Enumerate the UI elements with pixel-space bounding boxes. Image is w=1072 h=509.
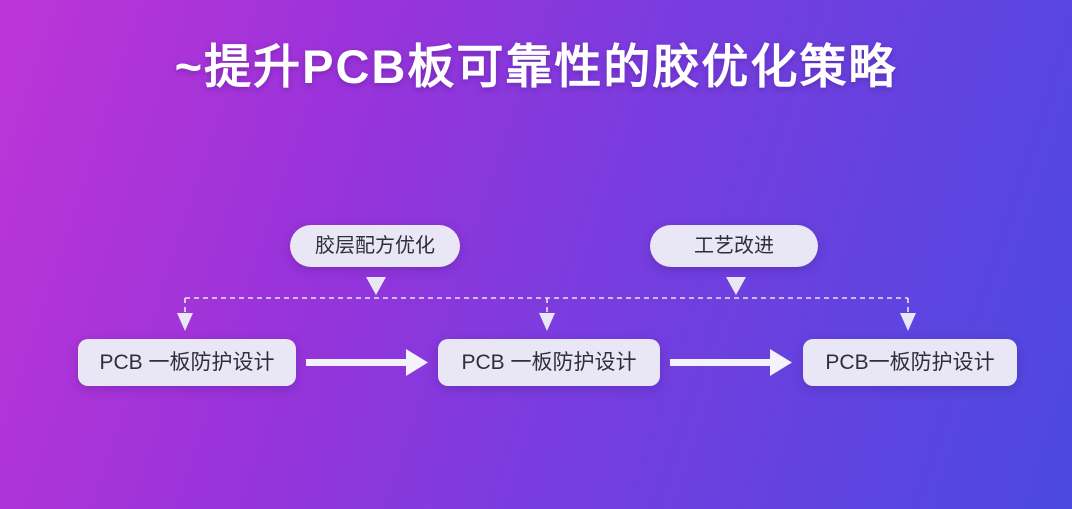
bottom-node-pcb-protection-2: PCB 一板防护设计 <box>438 339 660 386</box>
bottom-node-pcb-protection-3: PCB一板防护设计 <box>803 339 1017 386</box>
right-arrow-icon <box>306 349 428 376</box>
down-arrow-icon <box>366 277 386 295</box>
top-node-process-improvement: 工艺改进 <box>650 225 818 267</box>
top-node-glue-formula: 胶层配方优化 <box>290 225 460 267</box>
down-arrow-icon <box>900 313 916 331</box>
right-arrow-icon <box>670 349 792 376</box>
down-arrow-icon <box>726 277 746 295</box>
dashed-connector <box>184 297 909 313</box>
page-title: ~提升PCB板可靠性的胶优化策略 <box>174 40 898 93</box>
bottom-node-pcb-protection-1: PCB 一板防护设计 <box>78 339 296 386</box>
down-arrow-icon <box>539 313 555 331</box>
down-arrow-icon <box>177 313 193 331</box>
